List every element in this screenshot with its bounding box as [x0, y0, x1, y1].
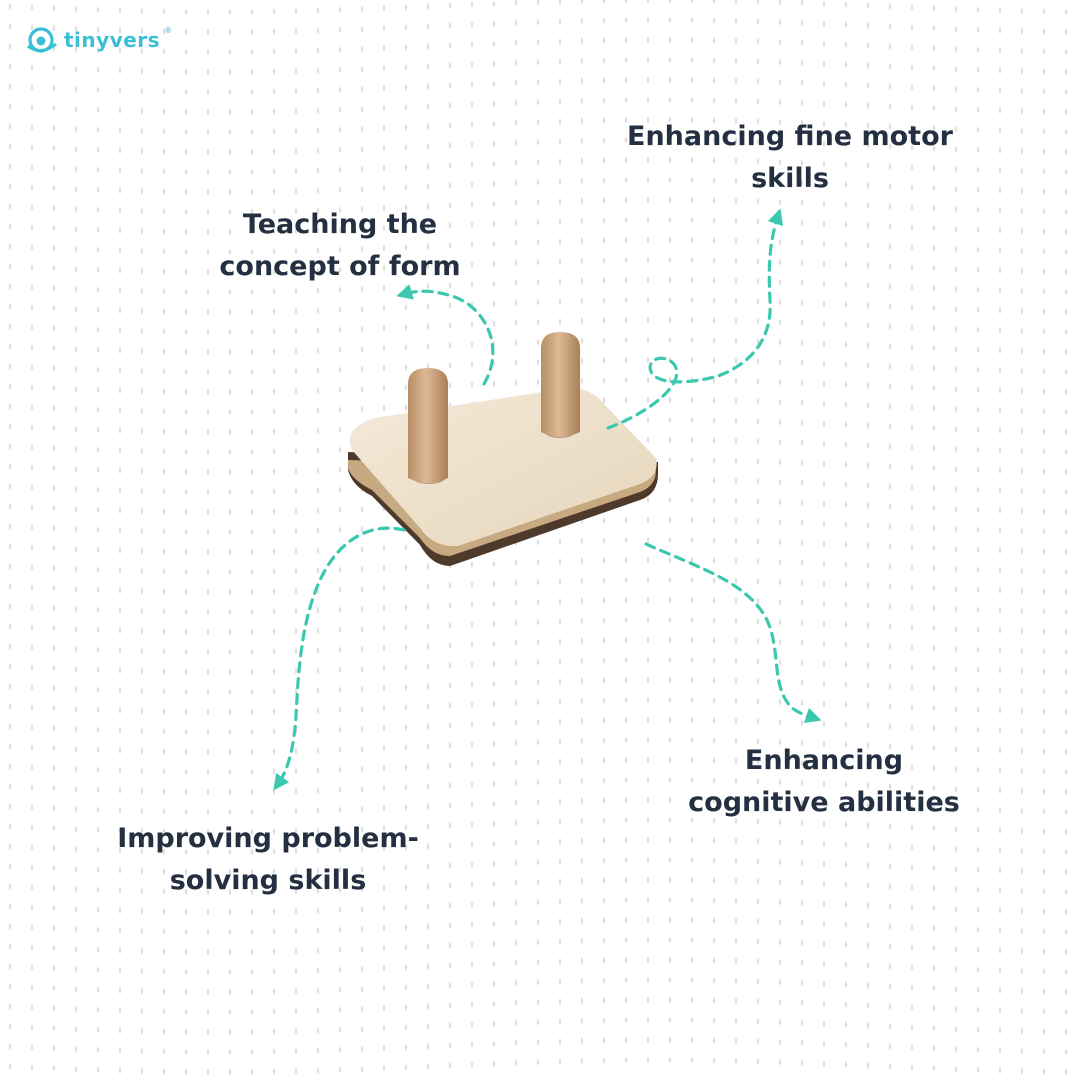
arrow-to-fine-motor — [606, 208, 784, 430]
label-line: cognitive abilities — [688, 787, 960, 818]
arrow-to-cognitive — [644, 542, 822, 724]
brand-name: tinyvers — [64, 28, 161, 52]
label-cognitive-abilities: Enhancing cognitive abilities — [664, 740, 984, 824]
label-line: Improving problem- — [117, 823, 419, 854]
label-line: concept of form — [219, 251, 461, 282]
label-line: Enhancing fine motor — [627, 121, 953, 152]
label-line: Enhancing — [744, 745, 904, 776]
label-line: skills — [751, 163, 829, 194]
wooden-board — [348, 388, 658, 566]
wooden-peg-left — [408, 368, 448, 483]
wooden-peg-right — [541, 332, 580, 437]
arrow-to-problem-solving — [273, 526, 406, 791]
label-fine-motor-skills: Enhancing fine motor skills — [600, 116, 980, 200]
label-concept-of-form: Teaching the concept of form — [180, 204, 500, 288]
registered-mark: ® — [164, 26, 173, 35]
label-line: solving skills — [169, 865, 367, 896]
arrow-to-form — [396, 284, 495, 386]
tinyvers-logo-icon — [27, 27, 57, 53]
label-problem-solving: Improving problem- solving skills — [88, 818, 448, 902]
label-line: Teaching the — [242, 209, 438, 240]
brand-logo: tinyvers ® — [26, 26, 172, 54]
